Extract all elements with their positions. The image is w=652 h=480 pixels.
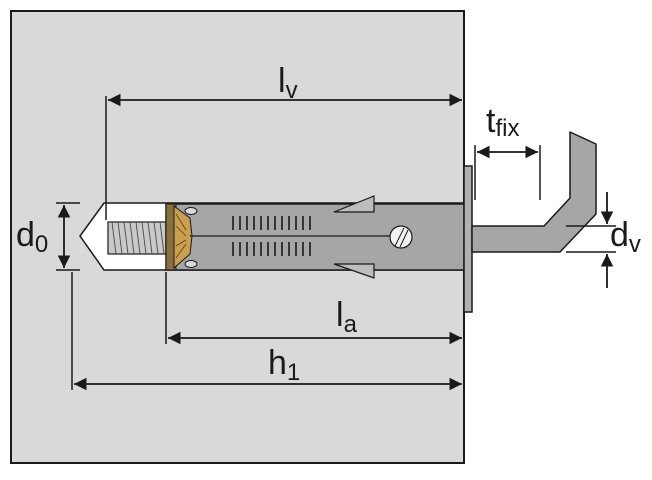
d0-label: d0 bbox=[16, 216, 48, 258]
hook-shank bbox=[471, 131, 597, 253]
grip-slits bbox=[232, 216, 311, 256]
pin-hole bbox=[389, 225, 413, 249]
la-label: la bbox=[336, 296, 358, 338]
tfix-label: tfix bbox=[486, 102, 519, 142]
washer-plate bbox=[463, 165, 473, 313]
barb-top bbox=[333, 195, 375, 213]
cone-lines bbox=[175, 213, 187, 259]
expansion-cone bbox=[173, 205, 193, 270]
thread-lines bbox=[111, 221, 165, 255]
pin-hatch bbox=[394, 227, 409, 248]
dv-label: dv bbox=[610, 216, 641, 258]
anchor-sleeve bbox=[165, 203, 465, 271]
barb-bottom bbox=[333, 263, 375, 279]
slot-bottom bbox=[184, 260, 198, 268]
h1-label: h1 bbox=[268, 344, 300, 386]
slot-top bbox=[184, 207, 198, 215]
lv-label: lv bbox=[278, 62, 298, 104]
